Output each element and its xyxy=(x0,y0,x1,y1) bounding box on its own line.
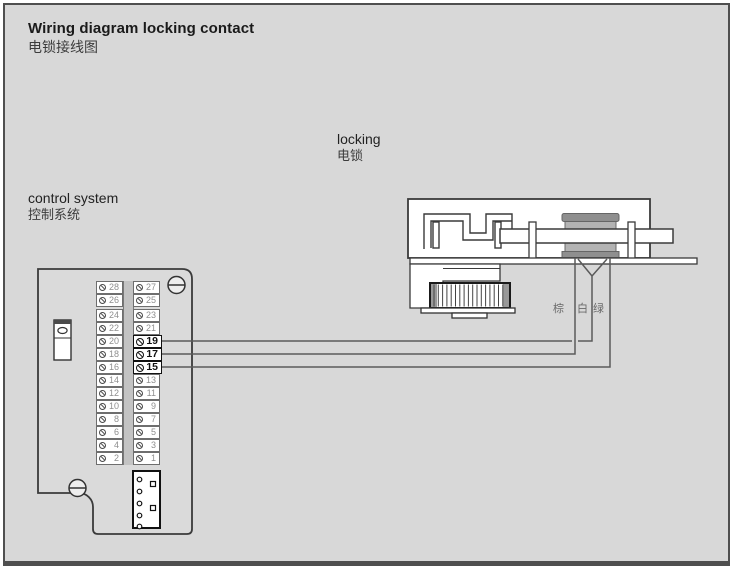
terminal-number: 26 xyxy=(108,295,119,305)
terminal-18: 18 xyxy=(96,348,123,361)
terminal-number: 20 xyxy=(108,336,119,346)
locking-label-zh: 电锁 xyxy=(337,148,364,163)
terminal-22: 22 xyxy=(96,322,123,335)
terminal-number: 17 xyxy=(146,348,158,361)
terminal-27: 27 xyxy=(133,281,160,294)
terminal-1: 1 xyxy=(133,452,160,465)
screw-terminal-icon xyxy=(136,297,143,304)
control-system-label-zh: 控制系统 xyxy=(28,207,81,222)
terminal-28: 28 xyxy=(96,281,123,294)
screw-terminal-icon xyxy=(99,284,106,291)
terminal-number: 2 xyxy=(113,453,119,463)
terminal-number: 9 xyxy=(150,401,156,411)
terminal-number: 21 xyxy=(145,323,156,333)
wire-label-white: 白 xyxy=(577,303,588,315)
terminal-number: 18 xyxy=(108,349,119,359)
terminal-13: 13 xyxy=(133,374,160,387)
terminal-number: 19 xyxy=(146,335,158,348)
screw-terminal-icon xyxy=(99,403,106,410)
page-title: Wiring diagram locking contact 电锁接线图 xyxy=(28,20,254,56)
terminal-10: 10 xyxy=(96,400,123,413)
control-system-label: control system 控制系统 xyxy=(28,190,118,223)
screw-terminal-icon xyxy=(136,284,143,291)
screw-terminal-icon xyxy=(99,416,106,423)
terminal-20: 20 xyxy=(96,335,123,348)
terminal-25: 25 xyxy=(133,294,160,307)
terminal-4: 4 xyxy=(96,439,123,452)
terminal-5: 5 xyxy=(133,426,160,439)
screw-terminal-icon xyxy=(136,442,143,449)
terminal-number: 22 xyxy=(108,323,119,333)
wire-label-brown: 棕 xyxy=(553,303,564,315)
terminal-number: 5 xyxy=(150,427,156,437)
screw-terminal-icon xyxy=(136,337,144,346)
terminal-12: 12 xyxy=(96,387,123,400)
screw-terminal-icon xyxy=(99,297,106,304)
screw-terminal-icon xyxy=(99,390,106,397)
terminal-number: 7 xyxy=(150,414,156,424)
screw-terminal-icon xyxy=(99,377,106,384)
terminal-number: 25 xyxy=(145,295,156,305)
terminal-number: 8 xyxy=(113,414,119,424)
terminal-number: 1 xyxy=(150,453,156,463)
terminal-17: 17 xyxy=(133,348,162,361)
screw-terminal-icon xyxy=(136,312,143,319)
terminal-8: 8 xyxy=(96,413,123,426)
terminal-11: 11 xyxy=(133,387,160,400)
terminal-number: 23 xyxy=(145,310,156,320)
screw-terminal-icon xyxy=(136,350,144,359)
page-title-zh: 电锁接线图 xyxy=(28,39,98,55)
screw-terminal-icon xyxy=(99,338,106,345)
terminal-number: 24 xyxy=(108,310,119,320)
screw-terminal-icon xyxy=(99,429,106,436)
terminal-7: 7 xyxy=(133,413,160,426)
terminal-16: 16 xyxy=(96,361,123,374)
screw-terminal-icon xyxy=(136,403,143,410)
screw-terminal-icon xyxy=(99,325,106,332)
screw-terminal-icon xyxy=(99,312,106,319)
locking-label-en: locking xyxy=(337,131,381,147)
screw-terminal-icon xyxy=(99,455,106,462)
terminal-3: 3 xyxy=(133,439,160,452)
terminal-23: 23 xyxy=(133,309,160,322)
terminal-number: 6 xyxy=(113,427,119,437)
screw-terminal-icon xyxy=(136,390,143,397)
terminal-number: 27 xyxy=(145,282,156,292)
terminal-26: 26 xyxy=(96,294,123,307)
terminal-9: 9 xyxy=(133,400,160,413)
terminal-number: 15 xyxy=(146,361,158,374)
terminal-number: 10 xyxy=(108,401,119,411)
terminal-14: 14 xyxy=(96,374,123,387)
screw-terminal-icon xyxy=(136,363,144,372)
terminal-number: 16 xyxy=(108,362,119,372)
screw-terminal-icon xyxy=(136,377,143,384)
locking-label: locking 电锁 xyxy=(337,131,381,164)
screw-terminal-icon xyxy=(136,416,143,423)
wire-label-green: 绿 xyxy=(593,303,604,315)
terminal-21: 21 xyxy=(133,322,160,335)
terminal-number: 12 xyxy=(108,388,119,398)
screw-terminal-icon xyxy=(136,455,143,462)
terminal-24: 24 xyxy=(96,309,123,322)
screw-terminal-icon xyxy=(99,442,106,449)
terminal-15: 15 xyxy=(133,361,162,374)
terminal-number: 3 xyxy=(150,440,156,450)
terminal-number: 11 xyxy=(146,388,156,398)
page-title-en: Wiring diagram locking contact xyxy=(28,20,255,37)
control-system-label-en: control system xyxy=(28,190,119,206)
terminal-19: 19 xyxy=(133,335,162,348)
terminal-6: 6 xyxy=(96,426,123,439)
terminal-number: 4 xyxy=(113,440,119,450)
terminal-number: 13 xyxy=(145,375,156,385)
terminal-number: 14 xyxy=(108,375,119,385)
terminal-number: 28 xyxy=(108,282,119,292)
screw-terminal-icon xyxy=(99,364,106,371)
screw-terminal-icon xyxy=(99,351,106,358)
screw-terminal-icon xyxy=(136,429,143,436)
screw-terminal-icon xyxy=(136,325,143,332)
terminal-2: 2 xyxy=(96,452,123,465)
